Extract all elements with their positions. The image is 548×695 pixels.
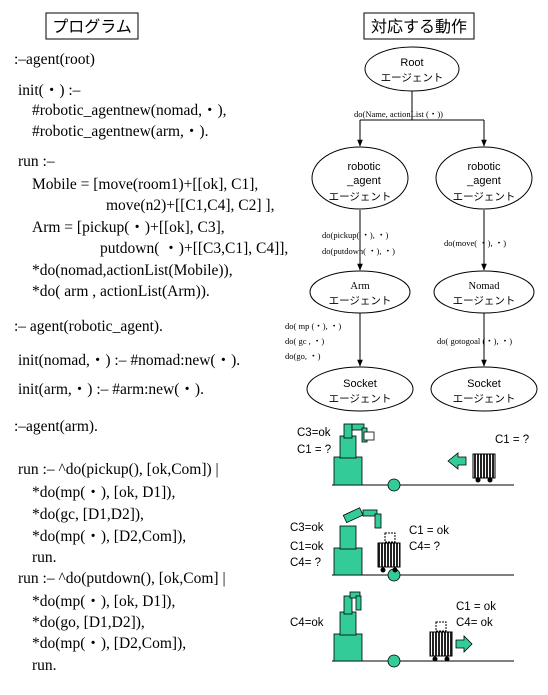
scene-status: C3=ok <box>297 427 331 439</box>
edge-label: do(Name, actionList (・)) <box>354 109 443 119</box>
svg-text:エージェント: エージェント <box>381 72 444 84</box>
scene-status: C1=ok <box>290 541 324 553</box>
program-line: init(・) :– <box>18 82 81 99</box>
program-line: move(n2)+[[C1,C4], C2] ], <box>106 197 274 214</box>
svg-text:エージェント: エージェント <box>453 191 516 203</box>
svg-text:Nomad: Nomad <box>469 281 501 292</box>
scene-status: C1 = ok <box>456 601 496 613</box>
root-agent-node: Root エージェント <box>364 46 460 92</box>
program-line: putdown( ・)+[[C3,C1], C4]], <box>100 240 288 257</box>
program-line: run. <box>32 549 57 566</box>
edge-label: do(go, ・) <box>285 351 321 361</box>
svg-text:_agent: _agent <box>346 175 381 187</box>
scene-status: C1 = ok <box>409 525 449 537</box>
program-line: *do( arm , actionList(Arm)). <box>32 283 210 300</box>
edge-label: do( mp (・), ・) <box>285 321 341 331</box>
edge-labels: do(Name, actionList (・)) do(pickup( ・), … <box>285 109 512 361</box>
program-line: :–agent(root) <box>14 51 95 68</box>
program-line: run :– ^do(pickup(), [ok,Com]) | <box>18 461 219 478</box>
scene-status: C4=ok <box>290 617 324 629</box>
robotic-agent-right-node: robotic _agent エージェント <box>435 146 533 210</box>
program-line: run. <box>32 657 57 674</box>
program-line: :– agent(robotic_agent). <box>14 318 163 335</box>
edge-label: do( gotogoal (・), ・) <box>437 336 512 346</box>
socket-agent-left-node: Socket エージェント <box>306 366 414 412</box>
scene-status: C1 = ? <box>495 434 529 446</box>
mobile-robot <box>429 621 453 662</box>
scene-status: C3=ok <box>290 522 324 534</box>
scene-3: C4=ok C1 = ok C4= ok <box>290 591 514 668</box>
program-line: *do(mp(・), [ok, D1]), <box>32 484 175 501</box>
svg-text:エージェント: エージェント <box>329 393 392 405</box>
program-line: :–agent(arm). <box>14 418 98 435</box>
socket-node-marker <box>387 478 401 492</box>
scene-status: C4= ? <box>409 541 440 553</box>
program-header: プログラム <box>45 12 139 40</box>
arm-robot <box>333 591 363 662</box>
scene-status: C1 = ? <box>297 444 331 456</box>
svg-text:Arm: Arm <box>350 281 369 292</box>
program-line: *do(mp(・), [D2,Com]), <box>32 528 186 545</box>
move-direction-arrow <box>455 635 473 653</box>
svg-text:Root: Root <box>400 57 423 69</box>
mobile-robot <box>377 532 401 573</box>
program-line: run :– <box>18 153 55 170</box>
svg-text:Socket: Socket <box>467 378 501 390</box>
scene-2: C3=ok C1=ok C4= ? C1 = ok C4= ? <box>290 507 514 582</box>
mobile-robot <box>472 453 496 483</box>
move-direction-arrow <box>447 452 467 470</box>
edge-label: do(move( ・), ・) <box>444 238 506 248</box>
socket-node-marker <box>387 654 401 668</box>
program-line: #robotic_agentnew(arm,・). <box>32 123 208 140</box>
svg-text:エージェント: エージェント <box>329 295 392 307</box>
program-line: *do(go, [D1,D2]), <box>32 614 145 631</box>
behavior-header-text: 対応する動作 <box>371 17 467 36</box>
program-line: init(arm,・) :– #arm:new(・). <box>18 381 204 398</box>
program-listing: :–agent(root) init(・) :– #robotic_agentn… <box>14 51 288 674</box>
scene-status: C4= ok <box>456 617 493 629</box>
tree-connectors <box>357 89 487 367</box>
svg-text:robotic: robotic <box>467 161 501 173</box>
program-line: Arm = [pickup(・)+[[ok], C3], <box>32 219 225 236</box>
socket-agent-right-node: Socket エージェント <box>430 366 538 412</box>
program-line: *do(nomad,actionList(Mobile)), <box>32 262 233 279</box>
svg-text:エージェント: エージェント <box>453 295 516 307</box>
arm-robot <box>333 507 382 576</box>
program-line: *do(mp(・), [D2,Com]), <box>32 635 186 652</box>
scene-status: C4= ? <box>290 557 321 569</box>
program-line: *do(mp(・), [ok, D1]), <box>32 593 175 610</box>
program-header-text: プログラム <box>52 17 132 36</box>
edge-label: do( gc , ・) <box>285 336 324 346</box>
nomad-agent-node: Nomad エージェント <box>433 270 535 314</box>
svg-text:robotic: robotic <box>347 161 381 173</box>
edge-label: do(pickup( ・), ・) <box>322 230 389 240</box>
program-line: #robotic_agentnew(nomad,・), <box>32 102 227 119</box>
program-line: init(nomad,・) :– #nomad:new(・). <box>18 352 240 369</box>
edge-label: do(putdown( ・), ・) <box>322 246 395 256</box>
robotic-agent-left-node: robotic _agent エージェント <box>311 146 409 210</box>
program-line: *do(gc, [D1,D2]), <box>32 506 144 523</box>
svg-text:エージェント: エージェント <box>329 191 392 203</box>
behavior-header: 対応する動作 <box>363 12 475 40</box>
program-line: Mobile = [move(room1)+[[ok], C1], <box>32 176 258 193</box>
scene-1: C3=ok C1 = ? C1 = ? <box>297 423 529 492</box>
svg-text:エージェント: エージェント <box>453 393 516 405</box>
svg-text:_agent: _agent <box>466 175 501 187</box>
svg-text:Socket: Socket <box>343 378 377 390</box>
arm-agent-node: Arm エージェント <box>309 270 411 314</box>
arm-robot <box>333 423 375 486</box>
program-line: run :– ^do(putdown(), [ok,Com] | <box>18 570 226 587</box>
